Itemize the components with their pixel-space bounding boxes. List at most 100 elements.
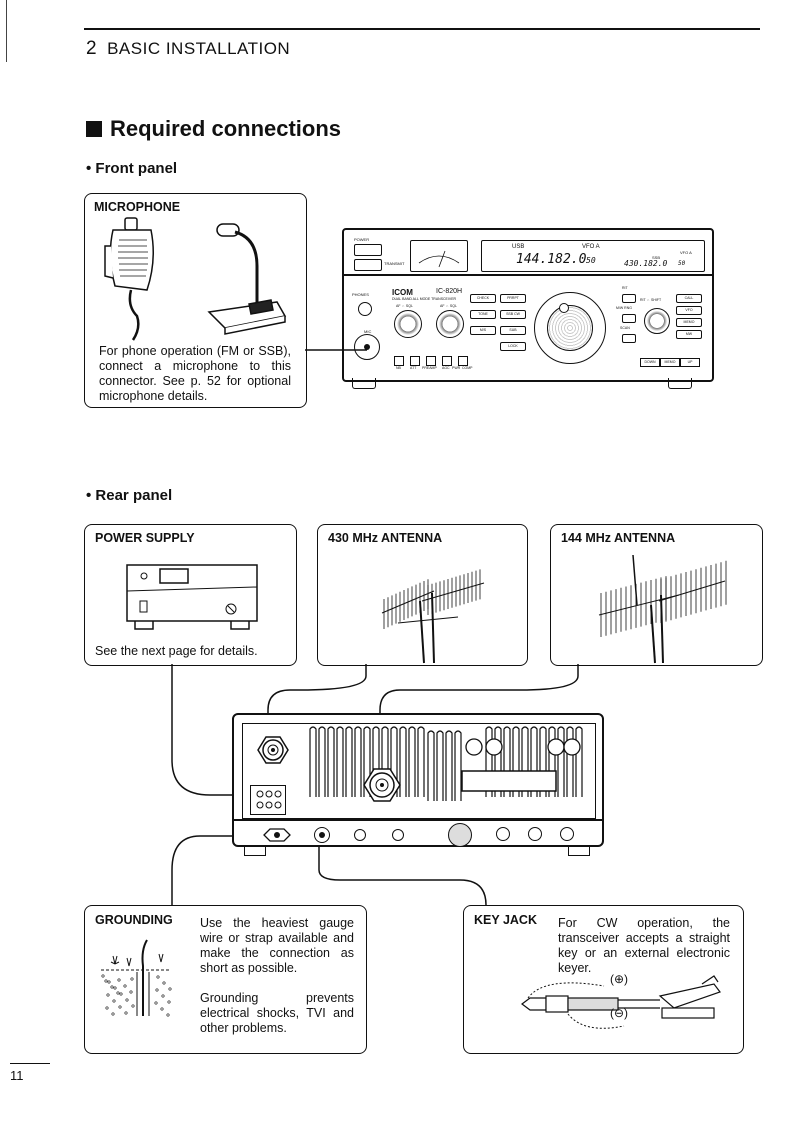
mw-rng-button[interactable] — [622, 314, 636, 323]
lock-button[interactable]: LOCK — [500, 342, 526, 351]
antenna-430-illustration — [381, 569, 485, 664]
transmit-label: TRANSMIT — [384, 261, 405, 266]
section-square-icon — [86, 121, 102, 137]
rear-foot-left — [244, 845, 266, 856]
front-foot-right — [668, 378, 692, 389]
antenna-144-box: 144 MHz ANTENNA — [550, 524, 763, 666]
grounding-text-1: Use the heaviest gauge wire or strap ava… — [200, 916, 354, 975]
af-sql-left-label: AF ⇔ SQL — [396, 304, 413, 308]
rit-shift-label: RIT ⇔ SHIFT — [640, 298, 662, 302]
chapter-number: 2 — [86, 38, 98, 59]
power-supply-box: POWER SUPPLY See the next page for detai… — [84, 524, 297, 666]
chapter-header: 2 BASIC INSTALLATION — [86, 38, 290, 60]
af-sql-knob-left[interactable] — [394, 310, 422, 338]
chapter-title: BASIC INSTALLATION — [107, 39, 291, 58]
agc-button[interactable] — [442, 356, 452, 366]
negative-terminal-label: (⊖) — [610, 1006, 629, 1020]
page-number: 11 — [10, 1068, 24, 1083]
sub-mode: SSB — [652, 255, 661, 260]
power-label: POWER — [354, 237, 370, 242]
microphone-title: MICROPHONE — [94, 200, 181, 214]
main-frequency: 144.182.0 — [516, 252, 587, 267]
key-jack-title: KEY JACK — [474, 913, 537, 927]
panel-divider — [344, 274, 712, 276]
af-sql-knob-right[interactable] — [436, 310, 464, 338]
memo-right-button[interactable]: MEMO — [676, 318, 702, 327]
prrpt-button[interactable]: PRRPT — [500, 294, 526, 303]
key-jack-box: KEY JACK For CW operation, the transceiv… — [463, 905, 744, 1054]
acc-socket[interactable] — [448, 823, 472, 847]
antenna-430-connector[interactable] — [252, 729, 294, 771]
check-button[interactable]: CHECK — [470, 294, 496, 303]
phones-jack[interactable] — [358, 302, 372, 316]
microphone-illustration — [104, 217, 287, 341]
phones-label: PHONES — [352, 292, 369, 297]
down-button[interactable]: DOWN — [640, 358, 660, 367]
power-button[interactable] — [354, 244, 382, 256]
vfo-button[interactable]: VFO — [676, 306, 702, 315]
ground-rod-illustration — [101, 939, 172, 1017]
tone-button[interactable]: TONE — [470, 310, 496, 319]
rear-jack-4[interactable] — [528, 827, 542, 841]
section-title: Required connections — [86, 116, 341, 142]
agc-label: AGC — [442, 366, 450, 370]
sub-channel: 50 — [678, 260, 686, 267]
model-subtitle: DUAL BAND ALL MODE TRANSCEIVER — [392, 297, 457, 301]
transceiver-front: POWER TRANSMIT USB VFO A 144.182.0 50 SS… — [342, 228, 714, 382]
main-mode: USB — [512, 244, 525, 250]
front-foot-left — [352, 378, 376, 389]
rit-knob[interactable] — [644, 308, 670, 334]
att-label: ATT — [410, 366, 417, 370]
power-supply-text: See the next page for details. — [95, 644, 258, 658]
positive-terminal-label: (⊕) — [610, 972, 629, 986]
transmit-button[interactable] — [354, 259, 382, 271]
att-button[interactable] — [410, 356, 420, 366]
lcd-display: USB VFO A 144.182.0 50 SSB VFO A 430.182… — [481, 240, 705, 272]
rear-jack-2[interactable] — [392, 829, 404, 841]
scan-button[interactable] — [622, 334, 636, 343]
rear-jack-1[interactable] — [354, 829, 366, 841]
memo-button[interactable]: MEMO — [660, 358, 680, 367]
mic-connector[interactable] — [354, 334, 380, 360]
dc-power-socket[interactable] — [250, 785, 286, 815]
ssb-cw-button[interactable]: SSB CW — [500, 310, 526, 319]
footer-rule — [10, 1063, 50, 1064]
sub-button[interactable]: SUB — [500, 326, 526, 335]
up-button[interactable]: UP — [680, 358, 700, 367]
rear-panel-heading: • Rear panel — [86, 487, 173, 504]
rit-label: RIT — [622, 286, 628, 290]
margin-line — [6, 0, 7, 62]
rear-jack-3[interactable] — [496, 827, 510, 841]
grounding-text-2: Grounding prevents electrical shocks, TV… — [200, 991, 354, 1035]
call-button[interactable]: CALL — [676, 294, 702, 303]
preamp-button[interactable] — [426, 356, 436, 366]
heatsink-panel — [242, 723, 596, 819]
key-jack-text: For CW operation, the transceiver accept… — [558, 916, 730, 975]
transceiver-rear — [232, 713, 604, 847]
mw-rng-label: M/W RNG — [616, 306, 632, 310]
mic-label: MIC — [364, 329, 372, 334]
scan-label: SCAN — [620, 326, 630, 330]
rear-foot-right — [568, 845, 590, 856]
ms-button[interactable]: M/S — [470, 326, 496, 335]
key-plug-illustration — [521, 975, 721, 1029]
antenna-144-illustration — [598, 554, 727, 664]
rit-button[interactable] — [622, 294, 636, 303]
power-supply-illustration — [126, 564, 258, 630]
af-sql-right-label: AF ⇔ SQL — [440, 304, 457, 308]
mw-button[interactable]: MW — [676, 330, 702, 339]
main-vfo: VFO A — [582, 244, 600, 250]
sub-frequency: 430.182.0 — [624, 259, 668, 268]
preamp-label: PREAMP — [422, 366, 437, 370]
pwr-label: PWR — [452, 366, 461, 370]
key-jack[interactable] — [314, 827, 330, 843]
grounding-title: GROUNDING — [95, 913, 173, 927]
rear-jack-5[interactable] — [560, 827, 574, 841]
antenna-144-title: 144 MHz ANTENNA — [561, 531, 676, 545]
ground-terminal[interactable] — [262, 827, 292, 843]
nb-button[interactable] — [394, 356, 404, 366]
microphone-text: For phone operation (FM or SSB), connect… — [99, 344, 291, 403]
main-dial[interactable] — [534, 292, 606, 364]
antenna-144-connector[interactable] — [358, 761, 406, 809]
pwr-button[interactable] — [458, 356, 468, 366]
